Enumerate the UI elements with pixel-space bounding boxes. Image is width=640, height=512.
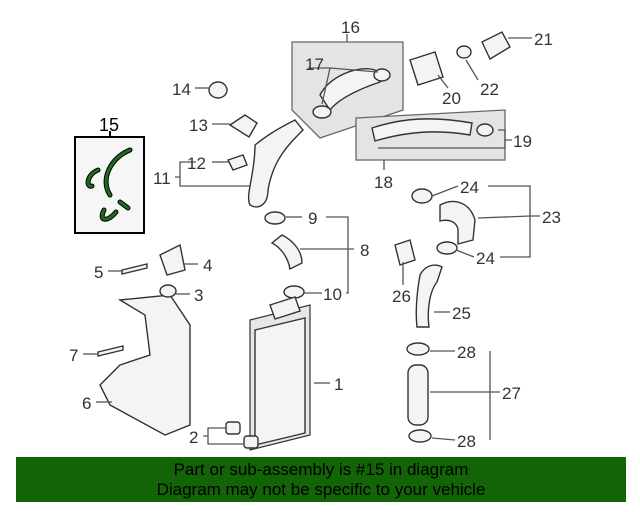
- callout-23[interactable]: 23: [542, 208, 561, 227]
- callout-22[interactable]: 22: [480, 80, 499, 99]
- callout-1[interactable]: 1: [334, 375, 343, 394]
- callout-15[interactable]: 15: [99, 115, 119, 135]
- callout-labels: 16 17 21 22 20 14 13 15 12 11 19 18 24 2…: [69, 18, 561, 451]
- callout-2[interactable]: 2: [189, 428, 198, 447]
- callout-13[interactable]: 13: [189, 116, 208, 135]
- callout-21[interactable]: 21: [534, 30, 553, 49]
- notice-banner: Part or sub-assembly is #15 in diagram D…: [16, 457, 626, 502]
- callout-24a[interactable]: 24: [460, 178, 479, 197]
- callout-28b[interactable]: 28: [457, 432, 476, 451]
- callout-24b[interactable]: 24: [476, 249, 495, 268]
- callout-10[interactable]: 10: [323, 285, 342, 304]
- callout-20[interactable]: 20: [442, 89, 461, 108]
- callout-27[interactable]: 27: [502, 384, 521, 403]
- callout-9[interactable]: 9: [308, 209, 317, 228]
- callout-19[interactable]: 19: [513, 132, 532, 151]
- callout-25[interactable]: 25: [452, 304, 471, 323]
- callout-28a[interactable]: 28: [457, 343, 476, 362]
- callout-4[interactable]: 4: [203, 256, 212, 275]
- callout-18[interactable]: 18: [374, 173, 393, 192]
- banner-line-1: Part or sub-assembly is #15 in diagram: [173, 460, 469, 479]
- callout-8[interactable]: 8: [360, 241, 369, 260]
- banner-line-2: Diagram may not be specific to your vehi…: [156, 480, 486, 499]
- leader-lines: [83, 34, 540, 445]
- callout-12[interactable]: 12: [187, 154, 206, 173]
- callout-6[interactable]: 6: [82, 394, 91, 413]
- callout-11[interactable]: 11: [153, 169, 171, 188]
- callout-16[interactable]: 16: [341, 18, 360, 37]
- callout-7[interactable]: 7: [69, 346, 78, 365]
- callout-17[interactable]: 17: [305, 55, 324, 74]
- callout-5[interactable]: 5: [94, 263, 103, 282]
- part-shapes: [97, 31, 511, 451]
- callout-26[interactable]: 26: [392, 287, 411, 306]
- callout-14[interactable]: 14: [172, 80, 191, 99]
- callout-3[interactable]: 3: [194, 286, 203, 305]
